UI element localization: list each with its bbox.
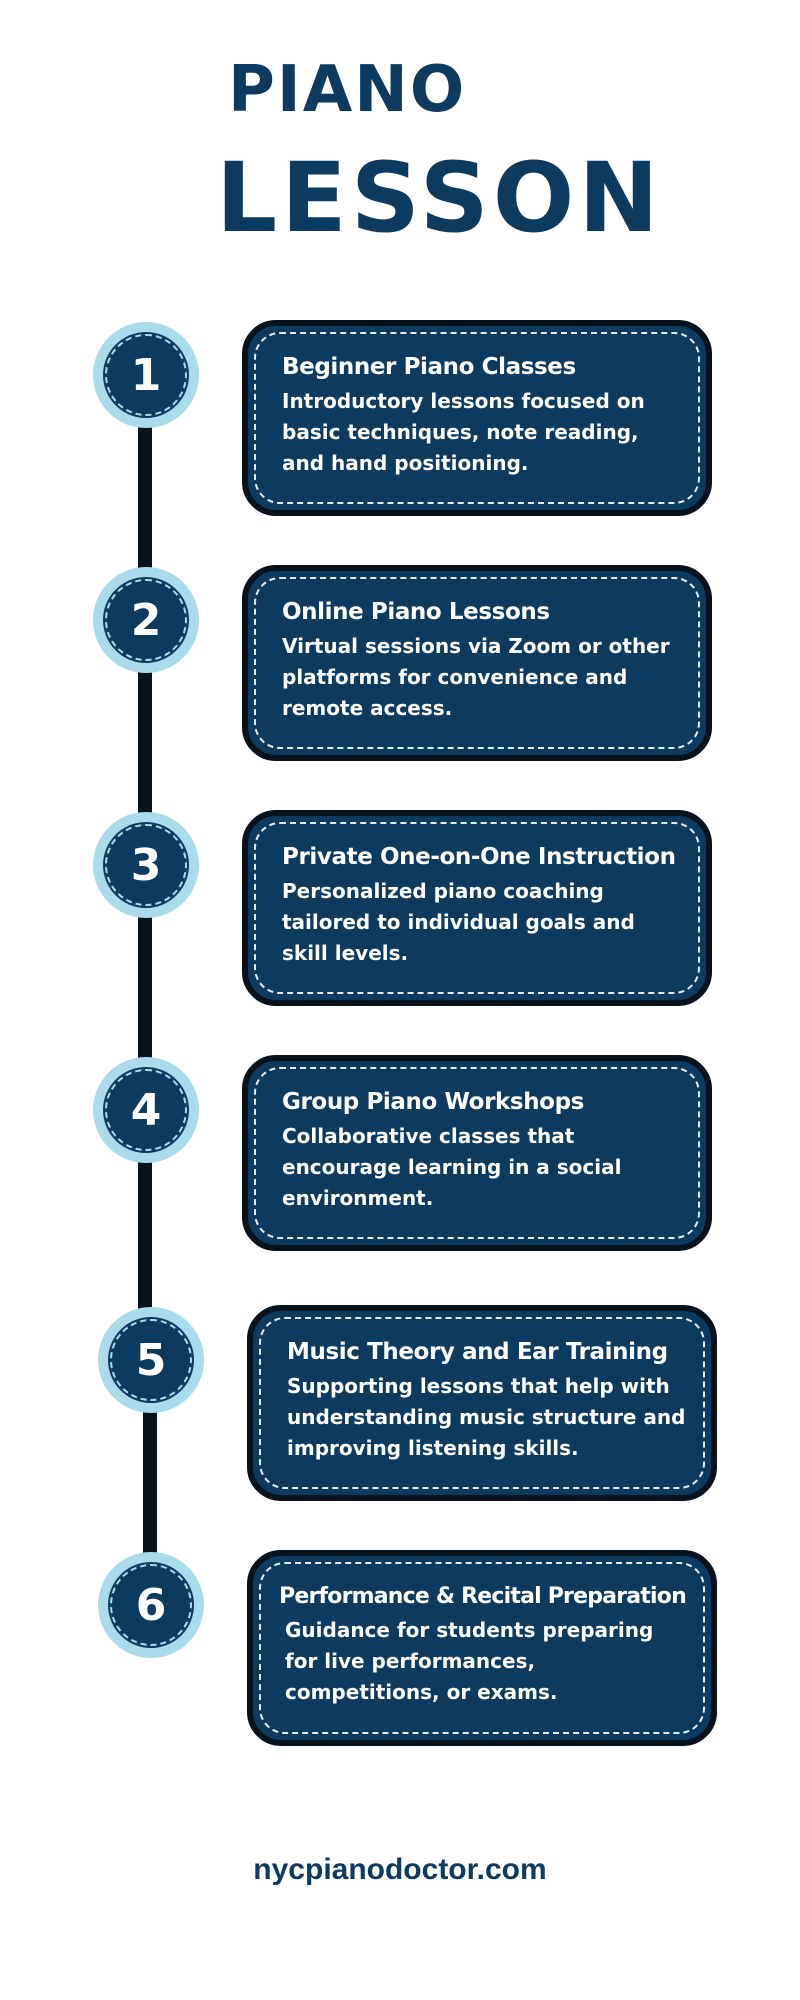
step-description: Guidance for students preparing for live…: [285, 1618, 654, 1704]
step-card-3: Private One-on-One Instruction Personali…: [242, 810, 712, 1006]
step-description: Introductory lessons focused on basic te…: [282, 389, 645, 475]
title-piano: PIANO: [228, 53, 467, 127]
step-number-badge-4: 4: [93, 1057, 199, 1163]
step-number: 4: [130, 1084, 162, 1136]
step-number-badge-6: 6: [98, 1552, 204, 1658]
step-number: 1: [130, 349, 162, 401]
step-description: Supporting lessons that help with unders…: [287, 1374, 686, 1460]
timeline-line-segment-2: [138, 665, 152, 815]
step-description: Personalized piano coaching tailored to …: [282, 879, 635, 965]
step-number: 6: [135, 1579, 167, 1631]
timeline-line-segment-4: [138, 1155, 152, 1320]
step-number-badge-5: 5: [98, 1307, 204, 1413]
step-title: Online Piano Lessons: [282, 599, 550, 625]
step-card-2: Online Piano Lessons Virtual sessions vi…: [242, 565, 712, 761]
step-card-4: Group Piano Workshops Collaborative clas…: [242, 1055, 712, 1251]
timeline-line-segment-1: [138, 420, 152, 570]
step-title: Performance & Recital Preparation: [279, 1584, 687, 1609]
step-number-badge-2: 2: [93, 567, 199, 673]
step-card-5: Music Theory and Ear Training Supporting…: [247, 1305, 717, 1501]
step-title: Beginner Piano Classes: [282, 354, 576, 380]
title-lesson: LESSON: [216, 142, 663, 254]
step-title: Group Piano Workshops: [282, 1089, 584, 1115]
timeline-line-segment-3: [138, 910, 152, 1060]
step-title: Private One-on-One Instruction: [282, 844, 676, 870]
step-description: Virtual sessions via Zoom or other platf…: [282, 634, 670, 720]
step-title: Music Theory and Ear Training: [287, 1339, 668, 1365]
step-description: Collaborative classes that encourage lea…: [282, 1124, 622, 1210]
step-number: 5: [135, 1334, 167, 1386]
step-number: 3: [130, 839, 162, 891]
step-number-badge-1: 1: [93, 322, 199, 428]
step-number: 2: [130, 594, 162, 646]
step-card-6: Performance & Recital Preparation Guidan…: [247, 1550, 717, 1746]
step-number-badge-3: 3: [93, 812, 199, 918]
website-url: nycpianodoctor.com: [253, 1853, 547, 1886]
step-card-1: Beginner Piano Classes Introductory less…: [242, 320, 712, 516]
timeline-line-segment-5: [143, 1405, 157, 1565]
